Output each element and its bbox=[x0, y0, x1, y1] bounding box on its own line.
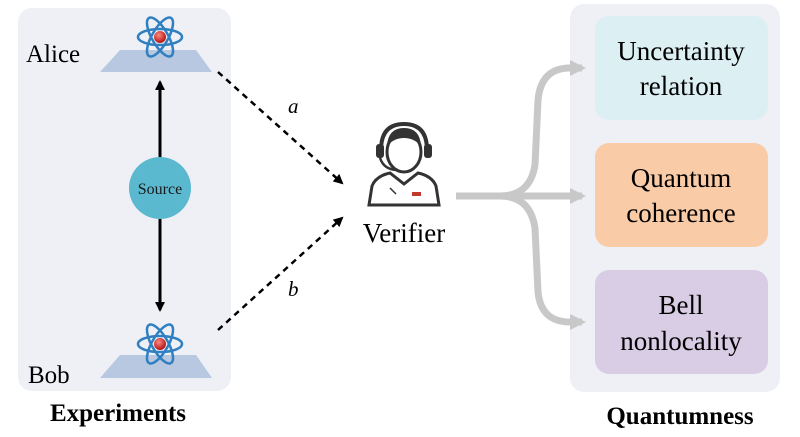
quantumness-title: Quantumness bbox=[606, 403, 754, 430]
uncertainty-line1: Uncertainty bbox=[617, 36, 745, 66]
alice-plate bbox=[100, 50, 212, 72]
verifier-person-icon bbox=[367, 121, 441, 207]
verifier-label: Verifier bbox=[363, 218, 445, 248]
alice-to-verifier-arrow bbox=[217, 71, 344, 185]
bob-label: Bob bbox=[28, 362, 70, 389]
flow-arrows bbox=[456, 60, 586, 330]
coherence-line1: Quantum bbox=[631, 163, 732, 193]
bob-plate bbox=[100, 355, 212, 378]
bell-nonlocality-box bbox=[595, 270, 768, 374]
alice-label: Alice bbox=[26, 41, 80, 68]
link-label-a: a bbox=[288, 94, 299, 118]
experiments-panel bbox=[18, 8, 231, 391]
quantum-coherence-box bbox=[595, 143, 768, 247]
experiments-title: Experiments bbox=[50, 400, 186, 427]
bob-to-verifier-arrow bbox=[217, 216, 344, 331]
bell-line2: nonlocality bbox=[620, 326, 742, 356]
link-label-b: b bbox=[288, 277, 299, 301]
bob-atom-icon bbox=[136, 323, 184, 365]
uncertainty-relation-box bbox=[595, 16, 768, 120]
bell-line1: Bell bbox=[659, 290, 704, 320]
source-label: Source bbox=[138, 181, 182, 198]
coherence-line2: coherence bbox=[626, 198, 735, 228]
source-node bbox=[129, 157, 191, 219]
uncertainty-line2: relation bbox=[640, 71, 723, 101]
